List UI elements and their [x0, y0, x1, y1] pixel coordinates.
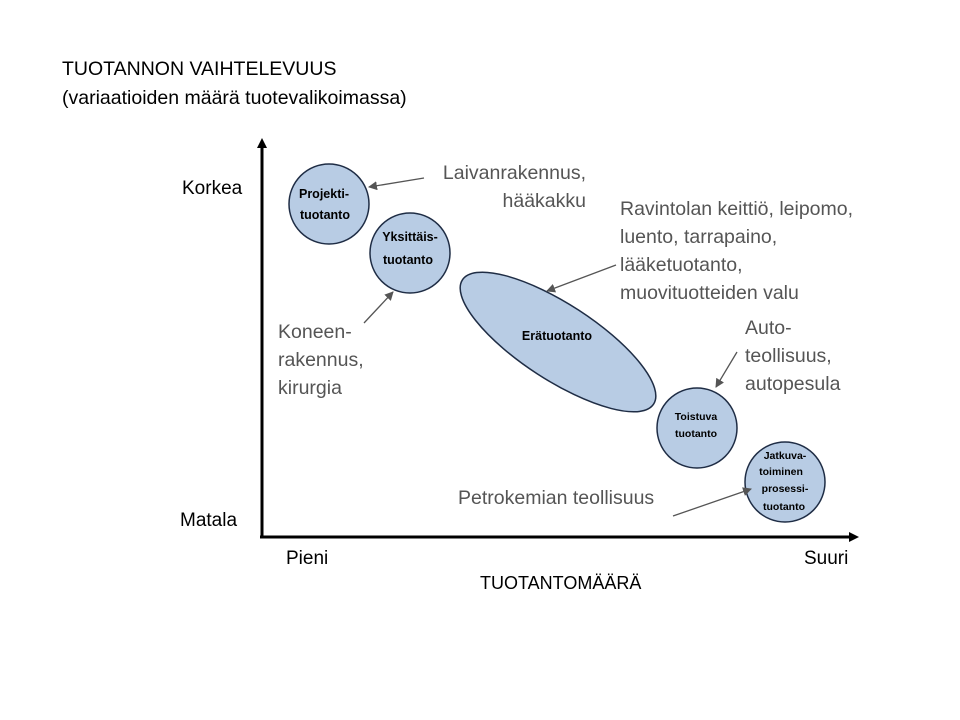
node-projektituotanto: Projekti- tuotanto — [288, 163, 370, 245]
arrow-autoteollisuus — [715, 351, 738, 388]
arrow-laivanrakennus — [368, 177, 425, 191]
annotation-ravintola: Ravintolan keittiö, leipomo, luento, tar… — [620, 195, 853, 307]
annotation-ravintola-line-3: lääketuotanto, — [620, 254, 743, 276]
node-jatkuva-line-1: Jatkuva- — [764, 450, 807, 462]
arrow-petrokemian — [672, 487, 752, 517]
diagram-title: TUOTANNON VAIHTELEVUUS (variaatioiden mä… — [62, 55, 407, 113]
annotation-ravintola-line-1: Ravintolan keittiö, leipomo, — [620, 198, 854, 220]
annotation-auto-line-3: autopesula — [745, 373, 841, 395]
node-eratuotanto: Erätuotanto — [459, 271, 657, 413]
node-jatkuva-line-2: toiminen — [759, 466, 803, 478]
node-jatkuva-line-3: prosessi- — [762, 483, 809, 495]
node-projekti-line-2: tuotanto — [300, 208, 350, 222]
annotation-petrokemian: Petrokemian teollisuus — [458, 484, 654, 512]
arrow-koneenrakennus — [363, 291, 394, 324]
y-axis-high-label: Korkea — [182, 178, 243, 199]
node-yksittaistuotanto: Yksittäis- tuotanto — [369, 212, 451, 294]
node-toistuva-line-1: Toistuva — [675, 411, 718, 423]
node-toistuva-tuotanto: Toistuva tuotanto — [656, 387, 738, 469]
annotation-laivanrakennus-line-1: Laivanrakennus, — [442, 162, 586, 184]
x-axis-title: TUOTANTOMÄÄRÄ — [480, 573, 642, 593]
annotation-laivanrakennus-line-2: hääkakku — [502, 190, 586, 212]
title-line-1: TUOTANNON VAIHTELEVUUS — [62, 58, 337, 80]
annotation-koneen-line-1: Koneen- — [278, 321, 352, 343]
annotation-laivanrakennus: Laivanrakennus, hääkakku — [426, 159, 586, 215]
annotation-koneenrakennus: Koneen- rakennus, kirurgia — [278, 318, 364, 402]
annotation-koneen-line-2: rakennus, — [278, 349, 364, 371]
node-yksittais-line-2: tuotanto — [383, 253, 433, 267]
annotation-auto-line-1: Auto- — [745, 317, 792, 339]
annotation-petrokemian-line-1: Petrokemian teollisuus — [458, 487, 655, 509]
node-toistuva-line-2: tuotanto — [675, 428, 717, 440]
x-axis-low-label: Pieni — [286, 548, 329, 569]
node-yksittais-line-1: Yksittäis- — [382, 230, 438, 244]
y-axis-low-label: Matala — [180, 510, 238, 531]
annotation-autoteollisuus: Auto- teollisuus, autopesula — [745, 314, 840, 398]
node-projekti-line-1: Projekti- — [299, 187, 349, 201]
annotation-auto-line-2: teollisuus, — [745, 345, 832, 367]
annotation-ravintola-line-4: muovituotteiden valu — [620, 282, 799, 304]
annotation-koneen-line-3: kirurgia — [278, 377, 342, 399]
arrow-ravintola — [546, 264, 617, 293]
node-jatkuvatoiminen-prosessituotanto: Jatkuva- toiminen prosessi- tuotanto — [744, 441, 826, 523]
annotation-ravintola-line-2: luento, tarrapaino, — [620, 226, 778, 248]
node-jatkuva-line-4: tuotanto — [763, 501, 805, 513]
title-line-2: (variaatioiden määrä tuotevalikoimassa) — [62, 87, 407, 109]
node-era-line-1: Erätuotanto — [522, 329, 593, 343]
x-axis-high-label: Suuri — [804, 548, 849, 569]
